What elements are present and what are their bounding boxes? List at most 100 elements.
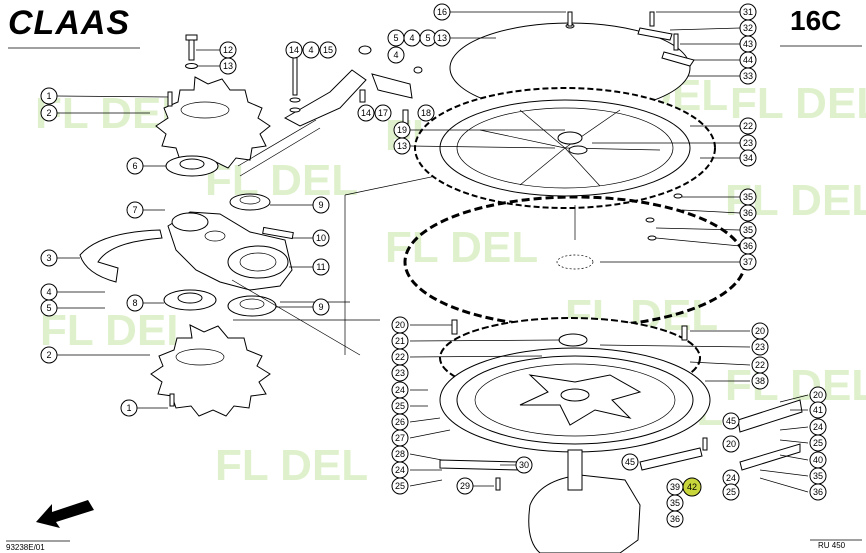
- callout[interactable]: 39: [666, 478, 684, 496]
- callout[interactable]: 35: [666, 494, 684, 512]
- callout[interactable]: 3: [40, 249, 58, 267]
- callout[interactable]: 19: [393, 121, 411, 139]
- callout[interactable]: 34: [739, 149, 757, 167]
- callout[interactable]: 35: [739, 188, 757, 206]
- callout[interactable]: 45: [621, 453, 639, 471]
- callout[interactable]: 13: [219, 57, 237, 75]
- callout[interactable]: 43: [739, 35, 757, 53]
- callout[interactable]: 38: [751, 372, 769, 390]
- svg-text:10: 10: [316, 233, 326, 243]
- callout[interactable]: 14: [285, 41, 303, 59]
- callout[interactable]: 4: [40, 283, 58, 301]
- callout[interactable]: 6: [126, 157, 144, 175]
- callout[interactable]: 36: [739, 237, 757, 255]
- svg-text:24: 24: [726, 473, 736, 483]
- callout[interactable]: 22: [391, 348, 409, 366]
- svg-text:9: 9: [318, 302, 323, 312]
- callout[interactable]: 5: [40, 299, 58, 317]
- callout[interactable]: 29: [456, 477, 474, 495]
- callout[interactable]: 1: [40, 87, 58, 105]
- callout[interactable]: 7: [126, 201, 144, 219]
- callout[interactable]: 23: [751, 338, 769, 356]
- svg-text:5: 5: [46, 303, 51, 313]
- model-code: RU 450: [818, 541, 846, 550]
- svg-text:26: 26: [395, 417, 405, 427]
- callout[interactable]: 14: [357, 104, 375, 122]
- svg-text:12: 12: [223, 45, 233, 55]
- callout[interactable]: 35: [809, 467, 827, 485]
- callout[interactable]: 9: [312, 196, 330, 214]
- svg-text:35: 35: [670, 498, 680, 508]
- callout[interactable]: 22: [739, 117, 757, 135]
- callout[interactable]: 25: [722, 483, 740, 501]
- callout[interactable]: 45: [722, 412, 740, 430]
- callout[interactable]: 20: [751, 322, 769, 340]
- svg-text:34: 34: [743, 153, 753, 163]
- svg-text:14: 14: [361, 108, 371, 118]
- watermark-text: FL DEL: [215, 441, 368, 490]
- callout[interactable]: 24: [809, 418, 827, 436]
- callout[interactable]: 4: [387, 46, 405, 64]
- callout[interactable]: 12: [219, 41, 237, 59]
- callout[interactable]: 20: [809, 386, 827, 404]
- callout[interactable]: 23: [391, 364, 409, 382]
- brand-logo: CLAAS: [8, 4, 130, 42]
- tine-arm: [639, 447, 703, 471]
- callout[interactable]: 8: [126, 294, 144, 312]
- callout[interactable]: 4: [403, 29, 421, 47]
- callout[interactable]: 17: [374, 104, 392, 122]
- svg-text:4: 4: [393, 50, 398, 60]
- callout[interactable]: 11: [312, 258, 330, 276]
- callout[interactable]: 20: [722, 435, 740, 453]
- callout[interactable]: 40: [809, 451, 827, 469]
- svg-text:39: 39: [670, 482, 680, 492]
- callout[interactable]: 18: [417, 104, 435, 122]
- callout[interactable]: 1: [120, 399, 138, 417]
- callout[interactable]: 26: [391, 413, 409, 431]
- callout[interactable]: 36: [739, 204, 757, 222]
- callout[interactable]: 24: [391, 381, 409, 399]
- callout[interactable]: 37: [739, 253, 757, 271]
- callout[interactable]: 35: [739, 221, 757, 239]
- callout[interactable]: 21: [391, 332, 409, 350]
- callout-highlighted[interactable]: 42: [682, 477, 702, 497]
- callout[interactable]: 15: [319, 41, 337, 59]
- callout[interactable]: 22: [751, 356, 769, 374]
- callout[interactable]: 44: [739, 51, 757, 69]
- callout[interactable]: 13: [393, 137, 411, 155]
- svg-text:35: 35: [743, 225, 753, 235]
- callout[interactable]: 13: [433, 29, 451, 47]
- callout[interactable]: 24: [391, 461, 409, 479]
- svg-text:20: 20: [813, 390, 823, 400]
- callout[interactable]: 25: [391, 397, 409, 415]
- callout[interactable]: 16: [433, 3, 451, 21]
- svg-text:21: 21: [395, 336, 405, 346]
- callout[interactable]: 41: [809, 401, 827, 419]
- callout[interactable]: 10: [312, 229, 330, 247]
- callout[interactable]: 36: [809, 483, 827, 501]
- callout[interactable]: 33: [739, 67, 757, 85]
- drawing-number: 93238E/01: [6, 543, 45, 552]
- svg-text:37: 37: [743, 257, 753, 267]
- callout[interactable]: 9: [312, 298, 330, 316]
- callout[interactable]: 25: [809, 434, 827, 452]
- callout[interactable]: 5: [387, 29, 405, 47]
- callout[interactable]: 4: [302, 41, 320, 59]
- watermark-text: FL DEL: [40, 306, 193, 355]
- svg-text:18: 18: [421, 108, 431, 118]
- svg-text:24: 24: [395, 385, 405, 395]
- callout[interactable]: 30: [515, 456, 533, 474]
- callout[interactable]: 31: [739, 3, 757, 21]
- callout[interactable]: 2: [40, 104, 58, 122]
- callout[interactable]: 27: [391, 429, 409, 447]
- svg-text:43: 43: [743, 39, 753, 49]
- callout[interactable]: 23: [739, 134, 757, 152]
- callout[interactable]: 20: [391, 316, 409, 334]
- callout[interactable]: 25: [391, 477, 409, 495]
- callout[interactable]: 32: [739, 19, 757, 37]
- callout[interactable]: 36: [666, 510, 684, 528]
- callout[interactable]: 2: [40, 346, 58, 364]
- callout[interactable]: 28: [391, 445, 409, 463]
- bolt: [188, 37, 195, 61]
- star-wheel-lower: [150, 324, 271, 417]
